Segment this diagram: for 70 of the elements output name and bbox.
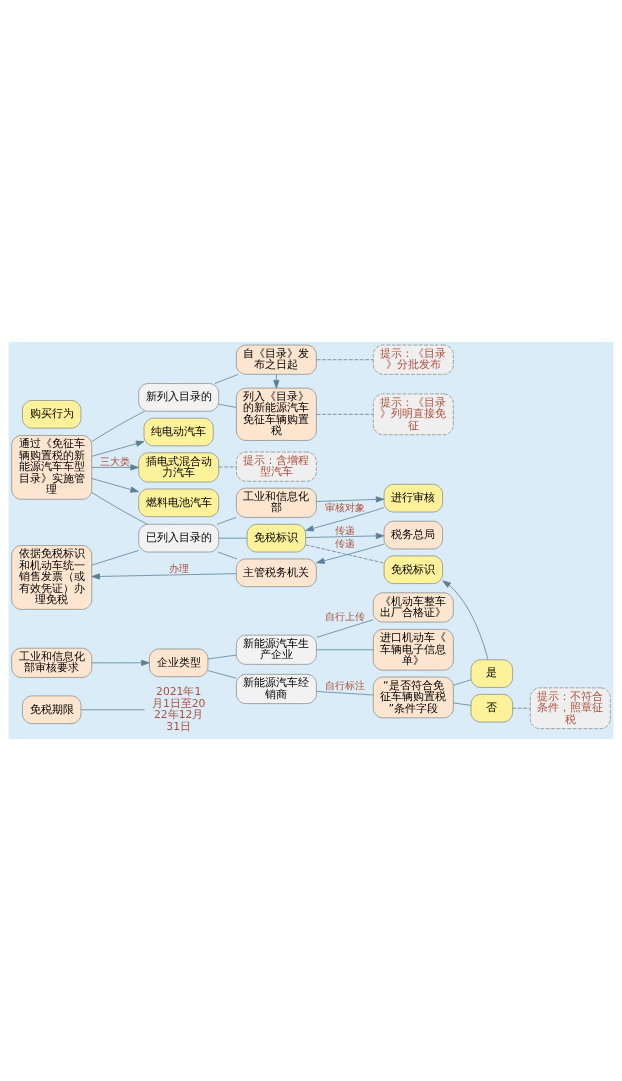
connector (316, 359, 374, 361)
node-box: 提示：《目录》列明直接免征 (372, 393, 454, 436)
edge-label: 审核对象 (324, 501, 365, 513)
node-box: 购买行为 (22, 400, 82, 429)
node-box: “是否符合免征车辆购置税”条件字段 (372, 676, 454, 719)
node-box: 自《目录》发布之日起 (236, 344, 317, 375)
arrow (305, 507, 385, 532)
connector (80, 709, 145, 711)
connector (218, 537, 248, 539)
connector (512, 707, 531, 709)
connector (316, 649, 374, 651)
node-box: 税务总局 (383, 520, 443, 550)
connector (217, 551, 238, 560)
arrow (316, 543, 385, 564)
node-box: 新能源汽车经销商 (236, 674, 317, 704)
node-box: 工业和信息化部 (236, 487, 317, 518)
node-box: 新列入目录的 (138, 383, 220, 412)
connector (305, 544, 385, 564)
node-box: 纯电动汽车 (143, 417, 214, 447)
node-box: 依据免税标识和机动车统一销售发票（或有效凭证）办理免税 (11, 545, 93, 610)
edge-label: 传递 (334, 537, 355, 549)
node-box: 免税标识 (246, 523, 306, 553)
node-box: 插电式混合动力汽车 (138, 452, 220, 483)
connector (214, 373, 239, 384)
node-box: 提示：含增程型汽车 (236, 451, 317, 482)
connector (316, 413, 374, 415)
connector (91, 492, 148, 525)
node-box: 列入《目录》的新能源汽车免征车辆购置税 (236, 387, 317, 441)
arrow (273, 373, 280, 389)
arrow (91, 478, 139, 493)
node-box: 进行审核 (383, 483, 443, 513)
connector (218, 403, 237, 408)
edge-label: 自行上传 (324, 611, 365, 623)
connector (453, 702, 472, 706)
node-box: 免税期限 (22, 695, 82, 724)
connector (216, 516, 237, 525)
connector (316, 619, 374, 638)
node-text: 2021年1月1日至2022年12月31日 (151, 685, 206, 733)
connector (316, 691, 374, 696)
node-box: 进口机动车《车辆电子信息单》 (372, 628, 454, 671)
arrow (91, 573, 237, 580)
arrow (91, 659, 150, 666)
node-box: 提示：不符合条件，照章征税 (529, 687, 611, 729)
node-box: 新能源汽车生产企业 (236, 634, 317, 665)
edge-label: 自行标注 (324, 680, 365, 692)
connector (218, 466, 237, 468)
arrow (305, 532, 385, 539)
node-box: 已列入目录的 (138, 523, 220, 553)
connector (207, 670, 237, 679)
arrow (91, 440, 145, 457)
edge-label: 传递 (334, 524, 355, 536)
connector (207, 654, 237, 660)
connector (91, 550, 139, 566)
connector (453, 679, 472, 686)
node-box: 免税标识 (383, 555, 443, 584)
node-box: 主管税务机关 (236, 558, 317, 588)
node-box: 是 (470, 659, 513, 688)
node-box: 企业类型 (149, 648, 209, 678)
edge-label: 三大类 (100, 455, 131, 467)
arrow (316, 496, 385, 503)
node-box: 通过《免征车辆购置税的新能源汽车车型目录》实施管理 (11, 435, 93, 500)
arrow (442, 580, 489, 660)
node-box: 《机动车整车出厂合格证》 (372, 592, 454, 623)
connector (91, 410, 146, 442)
node-box: 提示：《目录》分批发布 (372, 344, 454, 375)
arrow (91, 464, 139, 471)
edge-label: 办理 (168, 562, 189, 574)
node-box: 否 (470, 694, 513, 723)
node-box: 工业和信息化部审核要求 (11, 647, 93, 678)
node-box: 燃料电池汽车 (138, 488, 220, 518)
